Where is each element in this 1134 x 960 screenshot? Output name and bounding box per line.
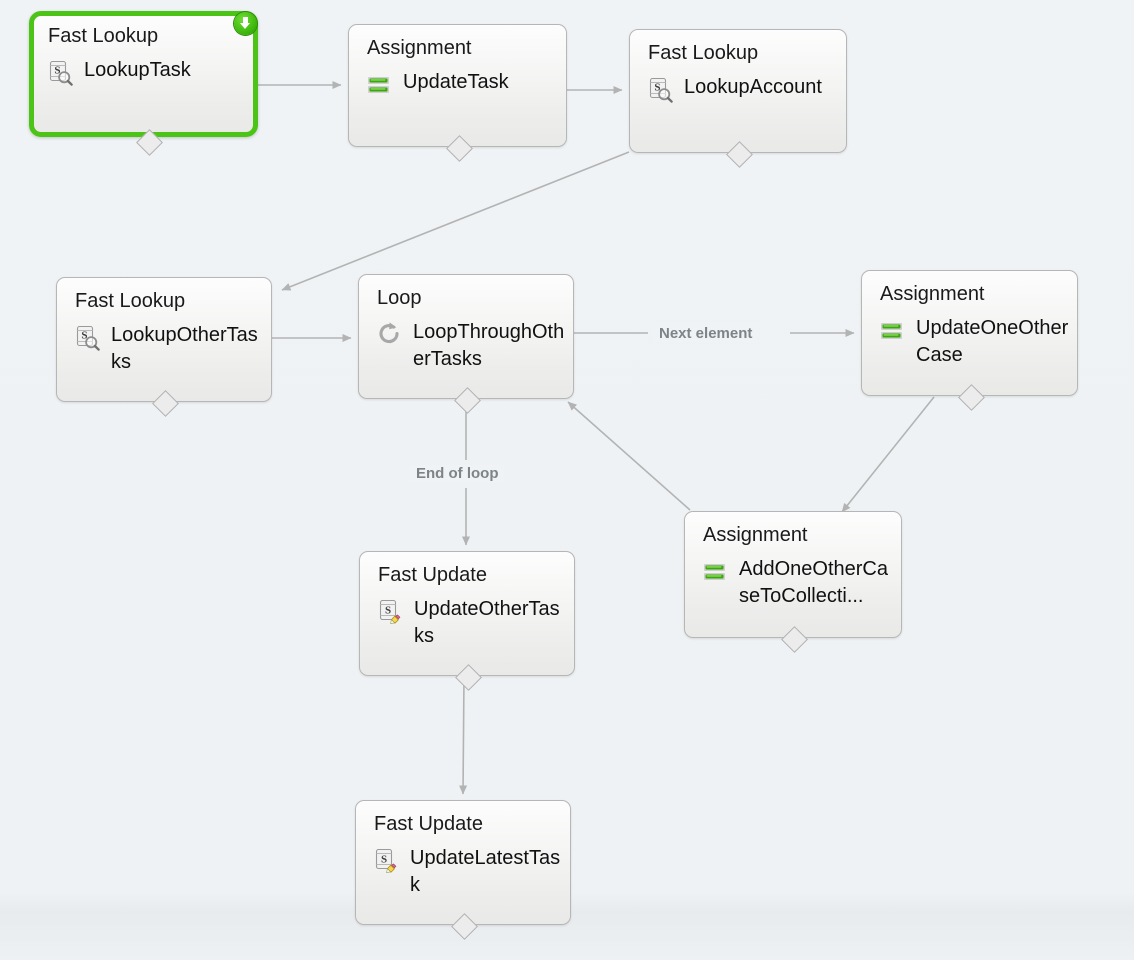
- connector-handle-update-task[interactable]: [445, 135, 473, 162]
- flow-node-add-one-other-case-to-collection[interactable]: Assignment AddOneOtherCaseToCollecti...: [684, 511, 902, 653]
- flow-node-label: UpdateOtherTasks: [414, 598, 560, 647]
- flow-node-body: UpdateTask: [367, 69, 560, 98]
- flow-node-type-title: Assignment: [367, 37, 472, 59]
- flow-node-label: UpdateLatestTask: [410, 847, 561, 896]
- flow-node-type-title: Loop: [377, 287, 422, 309]
- fast-update-icon: S: [378, 597, 404, 625]
- flow-node-lookup-task[interactable]: Fast Lookup S LookupTask: [29, 11, 258, 156]
- connector-handle-update-other-tasks[interactable]: [455, 664, 482, 691]
- flow-node-label: LookupAccount: [684, 76, 822, 98]
- flow-node-label: LookupTask: [84, 59, 191, 81]
- flow-node-type-title: Fast Lookup: [75, 290, 186, 312]
- svg-text:S: S: [385, 605, 391, 617]
- flow-node-label: UpdateTask: [403, 71, 509, 93]
- connector-lookupaccount-to-lookupothertasks: [281, 151, 630, 291]
- flow-node-update-other-tasks[interactable]: Fast Update S UpdateOtherTasks: [359, 551, 575, 691]
- svg-text:S: S: [654, 81, 660, 93]
- start-element-badge: [234, 12, 257, 35]
- flow-node-body: S LookupTask: [48, 57, 247, 86]
- flow-node-body: S LookupOtherTasks: [75, 322, 265, 376]
- flow-node-label: AddOneOtherCaseToCollecti...: [739, 558, 888, 607]
- assignment-icon: [703, 557, 729, 585]
- loop-icon: [377, 320, 403, 348]
- assignment-icon: [367, 70, 393, 98]
- flow-node-loop-through-other-tasks[interactable]: Loop LoopThroughOtherTasks: [358, 274, 574, 414]
- connector-addoneothercase-to-loop: [567, 401, 691, 511]
- svg-text:S: S: [81, 329, 87, 341]
- connector-updateoneothercase-to-addoneothercase: [841, 396, 935, 513]
- flow-node-lookup-other-tasks[interactable]: Fast Lookup S LookupOtherTasks: [56, 277, 272, 417]
- flow-node-type-title: Fast Lookup: [48, 25, 159, 47]
- connector-label-next-element: Next element: [653, 325, 759, 342]
- connector-handle-lookup-account[interactable]: [726, 141, 753, 168]
- flow-node-label: LookupOtherTasks: [111, 324, 258, 373]
- flow-node-body: S LookupAccount: [648, 74, 840, 103]
- flow-node-label: LoopThroughOtherTasks: [413, 321, 565, 370]
- fast-update-icon: S: [374, 846, 400, 874]
- connector-updateothertasks-to-updatelatesttask: [459, 675, 468, 795]
- svg-text:S: S: [381, 854, 387, 866]
- svg-text:S: S: [54, 64, 60, 76]
- flow-node-type-title: Fast Lookup: [648, 42, 759, 64]
- connector-handle-update-latest-task[interactable]: [451, 913, 478, 940]
- flow-node-type-title: Fast Update: [374, 813, 483, 835]
- fast-lookup-icon: S: [75, 323, 101, 351]
- fast-lookup-icon: S: [48, 58, 74, 86]
- flow-node-type-title: Fast Update: [378, 564, 487, 586]
- flow-node-label: UpdateOneOtherCase: [916, 317, 1069, 366]
- fast-lookup-icon: S: [648, 75, 674, 103]
- flow-node-body: AddOneOtherCaseToCollecti...: [703, 556, 895, 610]
- connector-handle-update-one-other-case[interactable]: [957, 384, 985, 411]
- connector-handle-lookup-task[interactable]: [135, 129, 163, 156]
- flow-node-update-latest-task[interactable]: Fast Update S UpdateLatestTask: [355, 800, 571, 940]
- flow-node-body: UpdateOneOtherCase: [880, 315, 1071, 369]
- flow-node-type-title: Assignment: [703, 524, 808, 546]
- flow-node-body: S UpdateLatestTask: [374, 845, 564, 899]
- flow-node-body: S UpdateOtherTasks: [378, 596, 568, 650]
- flow-node-type-title: Assignment: [880, 283, 985, 305]
- connector-handle-lookup-other-tasks[interactable]: [152, 390, 179, 417]
- connector-handle-add-one-other-case-to-collection[interactable]: [781, 626, 808, 653]
- assignment-icon: [880, 316, 906, 344]
- flow-node-lookup-account[interactable]: Fast Lookup S LookupAccount: [629, 29, 847, 168]
- connector-label-end-of-loop: End of loop: [410, 465, 505, 482]
- flow-node-body: LoopThroughOtherTasks: [377, 319, 567, 373]
- flow-node-update-one-other-case[interactable]: Assignment UpdateOneOtherCase: [861, 270, 1078, 411]
- connector-handle-loop-through-other-tasks[interactable]: [454, 387, 481, 414]
- flow-node-update-task[interactable]: Assignment UpdateTask: [348, 24, 567, 162]
